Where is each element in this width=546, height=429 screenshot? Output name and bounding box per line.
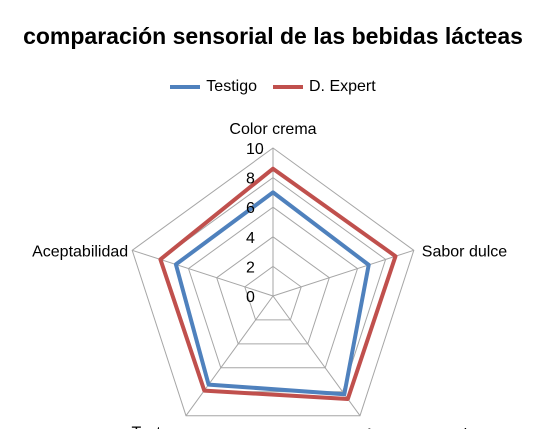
tick-label-4: 4 bbox=[246, 230, 255, 247]
tick-label-0: 0 bbox=[246, 289, 255, 306]
series-line-d-expert bbox=[158, 166, 398, 401]
chart-title: comparación sensorial de las bebidas lác… bbox=[23, 23, 523, 49]
spoke-1 bbox=[272, 249, 414, 297]
grid-ring-4 bbox=[216, 236, 330, 345]
legend-label-d-expert: D. Expert bbox=[309, 78, 376, 95]
legend: Testigo D. Expert bbox=[0, 76, 546, 98]
legend-swatch-d-expert bbox=[273, 85, 303, 89]
legend-item-d-expert: D. Expert bbox=[273, 78, 376, 96]
axis-label-aroma-vegetal: Aroma vegetal bbox=[364, 427, 467, 429]
spoke-3 bbox=[185, 295, 274, 416]
axis-label-sabor-dulce: Sabor dulce bbox=[422, 243, 507, 260]
tick-label-6: 6 bbox=[246, 200, 255, 217]
spoke-4 bbox=[132, 249, 274, 297]
legend-label-testigo: Testigo bbox=[206, 78, 257, 95]
legend-swatch-testigo bbox=[170, 85, 201, 89]
series-line-testigo bbox=[173, 190, 371, 397]
grid-ring-10 bbox=[131, 147, 415, 417]
axis-label-textura: Textura bbox=[132, 425, 185, 429]
legend-item-testigo: Testigo bbox=[170, 78, 257, 96]
axis-label-color-crema: Color crema bbox=[229, 121, 316, 138]
axis-label-aceptabilidad: Aceptabilidad bbox=[32, 243, 128, 260]
tick-label-10: 10 bbox=[246, 141, 264, 158]
tick-label-2: 2 bbox=[246, 259, 255, 276]
tick-label-8: 8 bbox=[246, 171, 255, 188]
grid-ring-6 bbox=[187, 206, 359, 369]
grid-ring-2 bbox=[244, 265, 302, 321]
